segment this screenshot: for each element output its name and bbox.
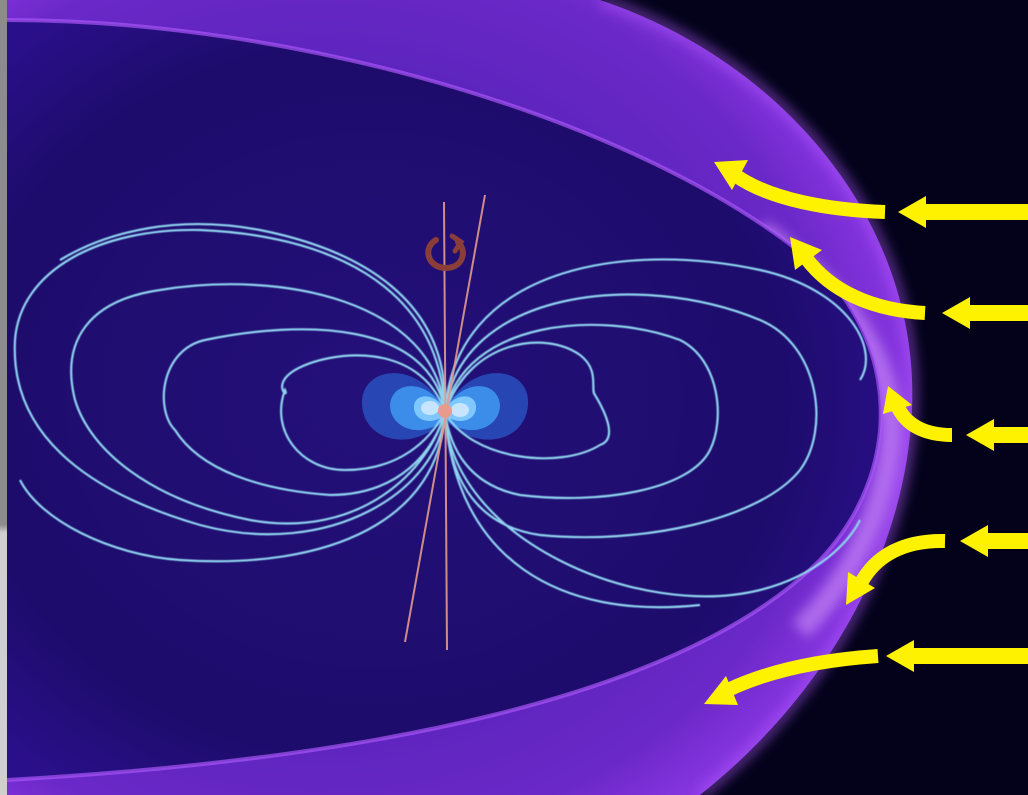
left-frame-edge <box>0 0 7 795</box>
belt-highlight-right <box>451 403 469 417</box>
planet <box>438 404 452 418</box>
belt-highlight-left <box>421 401 439 415</box>
